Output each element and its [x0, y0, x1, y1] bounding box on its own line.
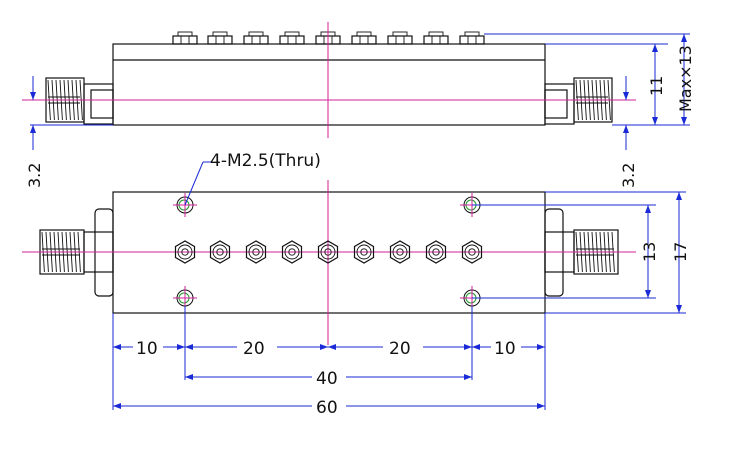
- mount-hole-bottom-left: [173, 286, 197, 310]
- plan-view: 4-M2.5(Thru) 13 17: [22, 151, 690, 418]
- dim-connector-offset-left: 3.2: [25, 76, 113, 188]
- side-view-body: [112, 43, 546, 126]
- dim-label-connector-offset-left: 3.2: [25, 163, 44, 188]
- side-view: 3.2 3.2 11 Max×13: [22, 22, 695, 188]
- tuning-screw-side: [243, 31, 269, 45]
- dim-label-connector-offset-right: 3.2: [619, 163, 638, 188]
- tuning-screw-side: [387, 31, 413, 45]
- tuning-screw-plan: [281, 240, 303, 264]
- dim-label-hole-spacing-h: 40: [316, 369, 338, 389]
- sma-connector-left-side: [45, 77, 114, 125]
- dim-label-height-body: 11: [647, 76, 666, 96]
- tuning-screw-plan: [389, 240, 411, 264]
- tuning-screws-plan: [174, 240, 483, 264]
- tuning-screw-plan: [245, 240, 267, 264]
- tuning-screw-plan: [353, 240, 375, 264]
- tuning-screw-side: [423, 31, 449, 45]
- dim-hole-spacing-v: 13: [472, 204, 659, 299]
- tuning-screw-side: [351, 31, 377, 45]
- tuning-screw-side: [172, 31, 198, 45]
- dim-height-body: 11: [545, 43, 690, 126]
- tuning-screw-plan: [174, 240, 196, 264]
- dim-label-body-width: 17: [671, 242, 690, 262]
- tuning-screw-plan: [209, 240, 231, 264]
- tuning-screw-plan: [425, 240, 447, 264]
- dim-row-pitch: 10 20 20 10: [113, 338, 545, 359]
- dim-label-height-max: Max×13: [676, 45, 695, 112]
- dim-label-pitch-left: 20: [243, 339, 265, 359]
- dim-body-length: 60: [113, 397, 545, 418]
- callout-label-mount-holes: 4-M2.5(Thru): [210, 151, 321, 171]
- dim-hole-spacing-h: 40: [185, 368, 472, 389]
- dim-label-pitch-right: 20: [389, 339, 411, 359]
- dim-label-body-length: 60: [316, 398, 338, 418]
- dim-label-edge-right: 10: [494, 339, 516, 359]
- dim-label-edge-left: 10: [136, 339, 158, 359]
- dim-connector-offset-right: 3.2: [619, 76, 638, 188]
- dim-height-max: Max×13: [484, 33, 695, 125]
- tuning-screw-side: [207, 31, 233, 45]
- callout-mount-holes: 4-M2.5(Thru): [184, 151, 321, 206]
- tuning-screws-side: [172, 31, 485, 45]
- tuning-screw-side: [459, 31, 485, 45]
- tuning-screw-side: [279, 31, 305, 45]
- dim-label-hole-spacing-v: 13: [640, 242, 659, 262]
- dim-body-width: 17: [545, 191, 690, 314]
- sma-connector-right-side: [544, 77, 613, 125]
- tuning-screw-plan: [317, 240, 339, 264]
- tuning-screw-plan: [461, 240, 483, 264]
